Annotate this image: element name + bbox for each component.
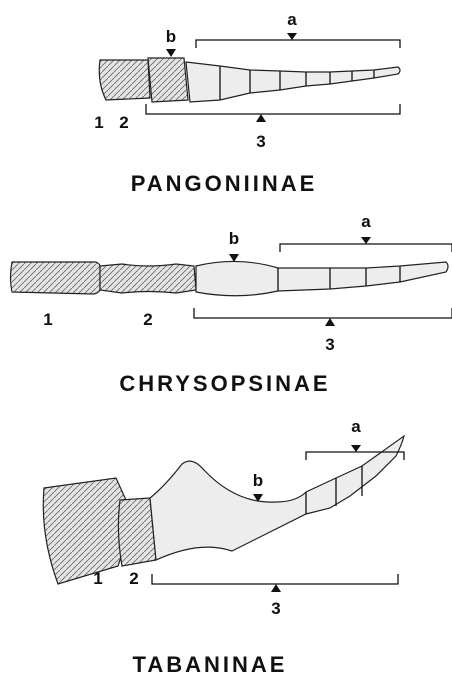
segment-3-flagellum [186,62,400,102]
segment-2-pedicel [100,264,196,293]
label-segment-1: 1 [93,569,102,588]
label-segment-1: 1 [43,310,52,329]
panel-chrysopsinae: a b 3 1 2 CHRYSOPSINAE [11,212,452,396]
label-segment-2: 2 [119,113,128,132]
panel-pangoniinae: a b 3 1 2 PANGONIINAE [94,10,400,196]
segment-3-flagellum [196,261,448,295]
label-segment-2: 2 [143,310,152,329]
bracket-a [280,244,452,252]
label-a: a [351,417,361,436]
title-tabaninae: TABANINAE [133,652,288,677]
antenna-chrysopsinae [11,261,449,295]
label-segment-1: 1 [94,113,103,132]
segment-3-flagellum [150,436,404,560]
panel-tabaninae: a b 3 1 2 TABANINAE [43,417,404,677]
label-a: a [361,212,371,231]
title-pangoniinae: PANGONIINAE [131,171,318,196]
antenna-tabaninae [43,436,404,584]
label-b: b [253,471,263,490]
bracket-3 [152,574,398,584]
arrow-b [166,49,176,57]
antenna-pangoniinae [99,58,400,102]
label-b: b [166,27,176,46]
segment-2-pedicel [118,498,156,566]
segment-2-pedicel [148,58,188,102]
label-segment-3: 3 [256,132,265,151]
segment-1-scape [99,60,150,100]
segment-1-scape [43,478,126,584]
segment-1-scape [11,262,101,294]
label-segment-2: 2 [129,569,138,588]
bracket-3 [194,308,452,318]
label-b: b [229,229,239,248]
label-a: a [287,10,297,29]
bracket-3 [146,104,400,114]
label-segment-3: 3 [271,599,280,618]
title-chrysopsinae: CHRYSOPSINAE [119,371,330,396]
bracket-a [196,40,400,48]
label-segment-3: 3 [325,335,334,354]
arrow-b [229,254,239,262]
